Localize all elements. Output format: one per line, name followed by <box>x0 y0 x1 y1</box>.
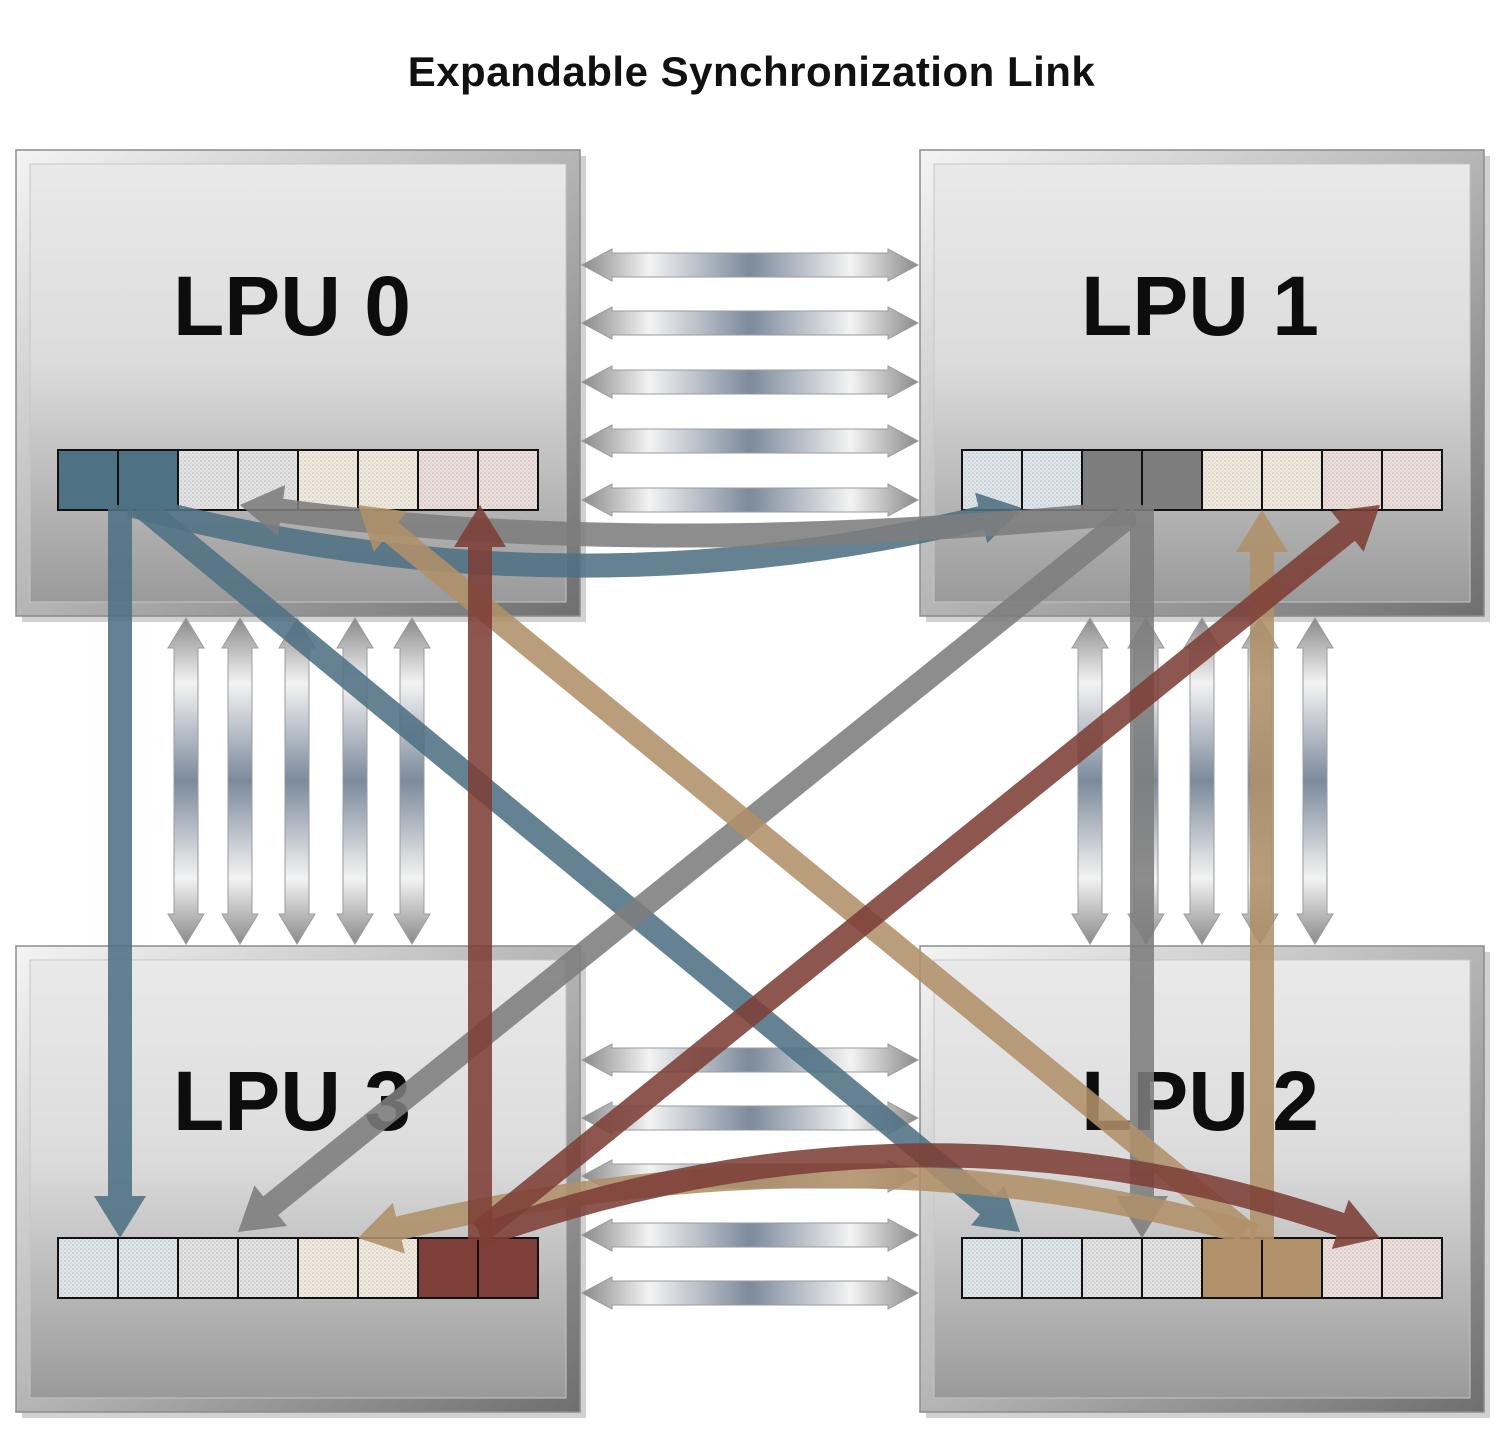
sync-link-right <box>1296 617 1334 945</box>
sync-link-top <box>580 365 920 399</box>
buffer-cell <box>477 1237 539 1299</box>
buffer-row-lpu-1 <box>961 449 1443 511</box>
sync-link-right <box>1071 617 1109 945</box>
sync-link-bottom <box>580 1043 920 1077</box>
arrow-lpu3-to-lpu0 <box>454 505 506 1240</box>
buffer-cell <box>57 449 119 511</box>
lpu-box-1 <box>919 149 1490 622</box>
diagram-title: Expandable Synchronization Link <box>407 48 1096 95</box>
buffer-row-lpu-0 <box>57 449 539 511</box>
arrow-lpu3-to-lpu2 <box>475 1143 1380 1249</box>
sync-link-top <box>580 483 920 517</box>
arrow-lpu2-to-lpu0 <box>358 505 1253 1242</box>
arrow-lpu2-to-lpu1 <box>1236 510 1288 1240</box>
buffer-cell <box>1201 1237 1263 1299</box>
sync-link-bottom <box>580 1276 920 1310</box>
arrow-lpu3-to-lpu1 <box>472 505 1380 1242</box>
arrow-lpu1-to-lpu3 <box>238 505 1138 1232</box>
buffer-row-lpu-2 <box>961 1237 1443 1299</box>
sync-link-top <box>580 306 920 340</box>
buffer-cell <box>1081 449 1143 511</box>
lpu-label-1: LPU 1 <box>1081 259 1319 353</box>
sync-link-bottom <box>580 1218 920 1252</box>
sync-link-top <box>580 248 920 282</box>
buffer-row-lpu-3 <box>57 1237 539 1299</box>
sync-link-left <box>167 617 205 945</box>
arrow-lpu0-to-lpu3 <box>94 505 146 1238</box>
sync-link-top <box>580 424 920 458</box>
buffer-cell <box>1141 449 1203 511</box>
sync-link-left <box>393 617 431 945</box>
sync-link-left <box>278 617 316 945</box>
buffer-cell <box>1261 1237 1323 1299</box>
buffer-cell <box>417 1237 479 1299</box>
sync-link-left <box>221 617 259 945</box>
lpu-label-0: LPU 0 <box>173 259 411 353</box>
